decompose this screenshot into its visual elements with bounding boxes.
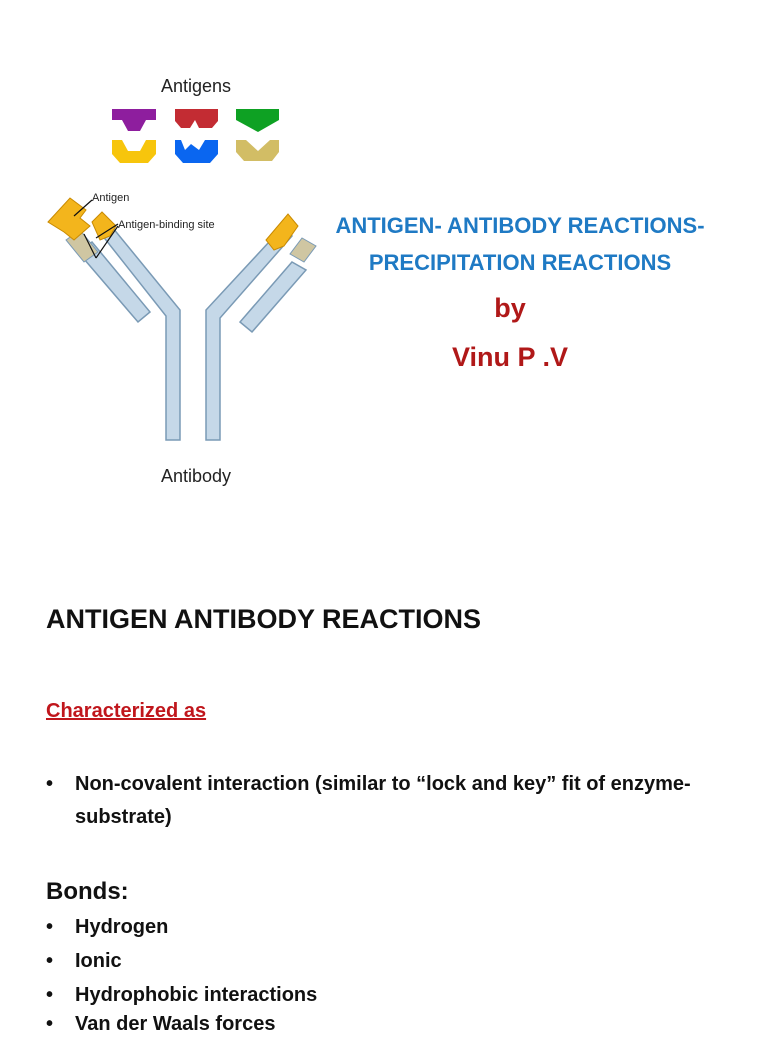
- antibody-label: Antibody: [161, 466, 231, 486]
- binding-site-right: [265, 213, 299, 251]
- bond-item: • Hydrogen: [46, 911, 168, 944]
- callout-lines: [73, 199, 119, 259]
- bond-item: • Van der Waals forces: [46, 1008, 275, 1041]
- light-chain-tip-right: [289, 237, 317, 263]
- bonds-heading: Bonds:: [46, 878, 129, 905]
- bullet-dot: •: [46, 773, 54, 795]
- characterized-label: Characterized as: [46, 700, 207, 722]
- bond-item-text: Hydrogen: [75, 916, 169, 938]
- antigens-label: Antigens: [161, 76, 231, 96]
- antibody-diagram: Antigens Antigen Antigen-binding si: [47, 76, 317, 486]
- antigen-callout-line: [73, 199, 93, 217]
- antigen-shape-blue: [175, 140, 218, 163]
- characterized-item: • Non-covalent interaction (similar to “…: [46, 768, 706, 834]
- antigen-shape-green: [236, 109, 279, 132]
- bound-antigen: [47, 197, 91, 241]
- antibody-structure: [47, 197, 317, 441]
- title-by: by: [494, 293, 526, 323]
- title-line-1: ANTIGEN- ANTIBODY REACTIONS-: [335, 213, 705, 238]
- binding-site-callout-label: Antigen-binding site: [118, 219, 215, 231]
- bond-item: • Hydrophobic interactions: [46, 979, 317, 1012]
- antigen-shape-red: [175, 109, 218, 128]
- antigen-callout-label: Antigen: [92, 192, 129, 204]
- bond-item: • Ionic: [46, 945, 122, 978]
- antigen-shape-yellow: [112, 140, 156, 163]
- title-line-2: PRECIPITATION REACTIONS: [368, 250, 672, 275]
- section-heading: ANTIGEN ANTIBODY REACTIONS: [46, 604, 482, 634]
- light-chain-right: [238, 261, 308, 334]
- bond-item-text: Ionic: [75, 950, 122, 972]
- bond-item-text: Hydrophobic interactions: [75, 984, 318, 1006]
- bullet-dot: •: [46, 916, 54, 938]
- antigen-shapes: [112, 109, 279, 163]
- bullet-dot: •: [46, 984, 54, 1006]
- author-name: Vinu P .V: [451, 342, 569, 372]
- antigen-shape-tan: [236, 140, 279, 161]
- binding-site-callout-line: [95, 223, 119, 239]
- bond-item-text: Van der Waals forces: [75, 1013, 276, 1035]
- bullet-dot: •: [46, 1013, 54, 1035]
- bullet-dot: •: [46, 950, 54, 972]
- heavy-chain-right: [205, 226, 294, 441]
- antigen-shape-purple: [112, 109, 156, 131]
- binding-site-pointer-a: [83, 233, 97, 259]
- characterized-item-text: Non-covalent interaction (similar to “lo…: [75, 773, 691, 828]
- binding-site-pointer-b: [95, 225, 119, 259]
- heavy-chain-left: [96, 220, 181, 441]
